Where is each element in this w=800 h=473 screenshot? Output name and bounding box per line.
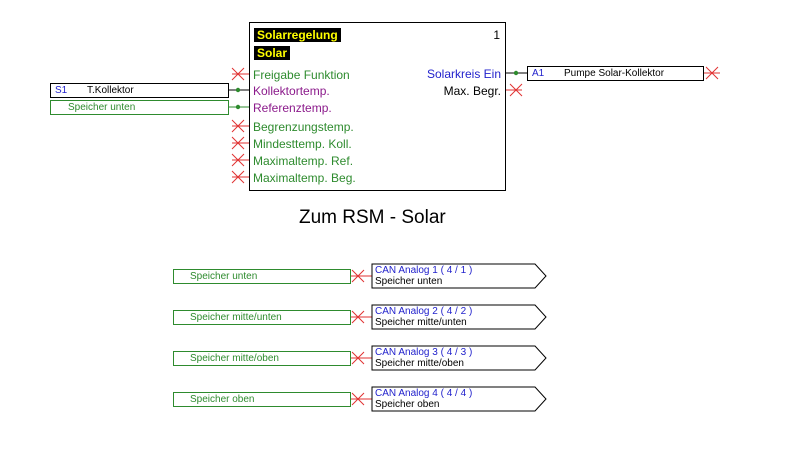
can-row-graphics (175, 263, 547, 412)
can-input-3[interactable]: Speicher mitte/oben (173, 351, 351, 366)
can-output-2[interactable]: CAN Analog 2 ( 4 / 2 ) Speicher mitte/un… (375, 306, 472, 328)
input-mindesttemp-koll[interactable]: Mindesttemp. Koll. (253, 137, 352, 151)
can-output-4[interactable]: CAN Analog 4 ( 4 / 4 ) Speicher oben (375, 388, 472, 410)
connection-dot (235, 87, 241, 93)
can-input-4[interactable]: Speicher oben (173, 392, 351, 407)
sensor-id: S1 (55, 85, 68, 96)
block-name: Solar (254, 46, 291, 60)
unconnected-markers (231, 119, 250, 184)
can-input-label: Speicher mitte/unten (190, 312, 282, 323)
sensor-label: T.Kollektor (87, 85, 134, 96)
input-maximaltemp-beg[interactable]: Maximaltemp. Beg. (253, 171, 356, 185)
input-begrenzungstemp[interactable]: Begrenzungstemp. (253, 120, 354, 134)
can-sub-label: Speicher mitte/unten (375, 317, 467, 328)
block-number: 1 (493, 28, 500, 42)
can-input-label: Speicher unten (190, 271, 258, 282)
connection-dot (513, 70, 519, 76)
input-referenztemp[interactable]: Referenztemp. (253, 101, 332, 115)
input-maximaltemp-ref[interactable]: Maximaltemp. Ref. (253, 154, 354, 168)
can-input-label: Speicher oben (190, 394, 255, 405)
output-solarkreis-ein[interactable]: Solarkreis Ein (426, 67, 501, 81)
can-label: CAN Analog 4 ( 4 / 4 ) (375, 388, 473, 399)
output-a1[interactable]: A1 Pumpe Solar-Kollektor (527, 66, 704, 81)
can-label: CAN Analog 3 ( 4 / 3 ) (375, 347, 473, 358)
can-input-1[interactable]: Speicher unten (173, 269, 351, 284)
input-kollektortemp[interactable]: Kollektortemp. (253, 84, 330, 98)
output-label: Pumpe Solar-Kollektor (564, 68, 665, 79)
connection-dot (235, 104, 241, 110)
sensor-input-s1[interactable]: S1 T.Kollektor (50, 83, 229, 98)
output-max-begr[interactable]: Max. Begr. (443, 84, 501, 98)
can-input-label: Speicher mitte/oben (190, 353, 279, 364)
function-block-solar[interactable]: Solarregelung Solar 1 Freigabe Funktion … (249, 22, 506, 191)
input-freigabe-funktion[interactable]: Freigabe Funktion (253, 68, 350, 82)
section-title: Zum RSM - Solar (299, 207, 446, 228)
unconnected-marker (702, 66, 720, 80)
can-output-3[interactable]: CAN Analog 3 ( 4 / 3 ) Speicher mitte/ob… (375, 347, 472, 369)
can-label: CAN Analog 2 ( 4 / 2 ) (375, 306, 473, 317)
storage-input[interactable]: Speicher unten (50, 100, 229, 115)
block-title: Solarregelung (254, 28, 341, 42)
output-id: A1 (532, 68, 545, 79)
storage-label: Speicher unten (68, 102, 136, 113)
can-label: CAN Analog 1 ( 4 / 1 ) (375, 265, 473, 276)
can-sub-label: Speicher oben (375, 399, 440, 410)
can-input-2[interactable]: Speicher mitte/unten (173, 310, 351, 325)
can-sub-label: Speicher unten (375, 276, 443, 287)
unconnected-marker (505, 83, 523, 97)
can-sub-label: Speicher mitte/oben (375, 358, 464, 369)
can-output-1[interactable]: CAN Analog 1 ( 4 / 1 ) Speicher unten (375, 265, 472, 287)
